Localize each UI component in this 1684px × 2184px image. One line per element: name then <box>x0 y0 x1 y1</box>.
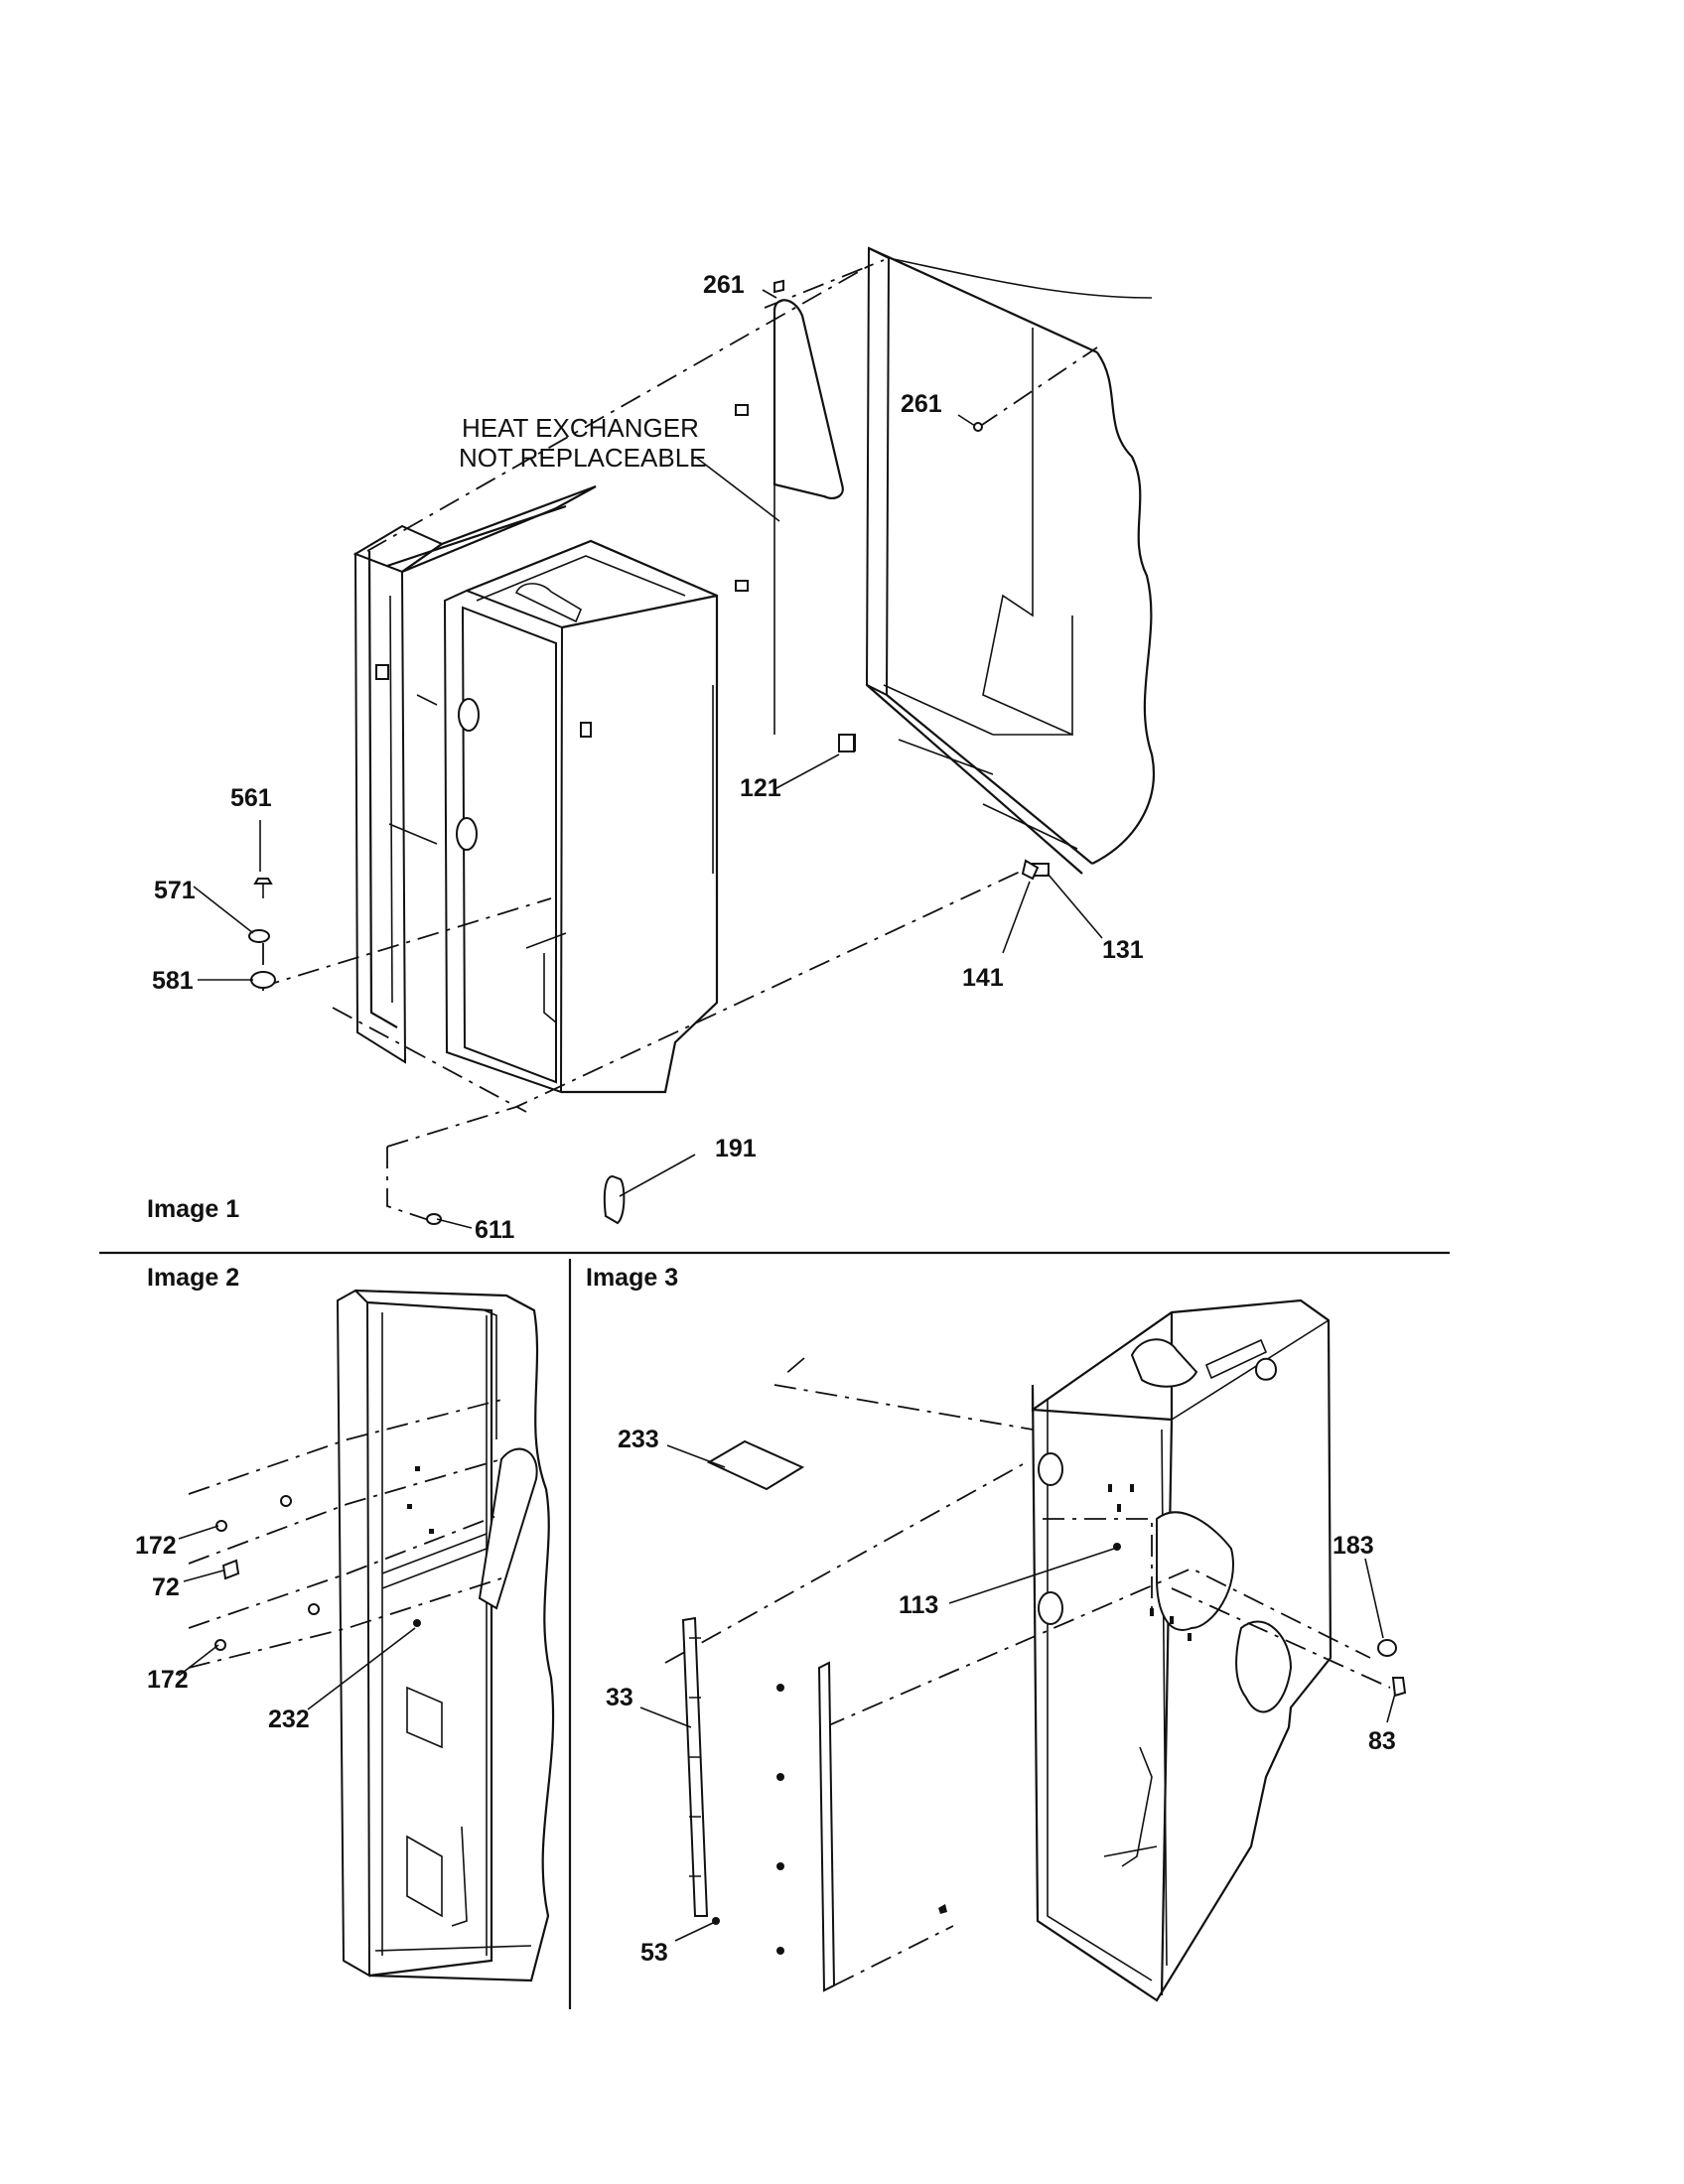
callout-131: 131 <box>1102 936 1144 964</box>
callout-72: 72 <box>152 1573 180 1601</box>
fresh-food-liner <box>336 1289 555 1982</box>
panel-title-image-3: Image 3 <box>586 1264 678 1292</box>
callout-191: 191 <box>715 1135 757 1162</box>
assembly-lines-1 <box>257 259 1098 1222</box>
leader-lines-2 <box>178 1525 416 1710</box>
callout-113: 113 <box>899 1591 938 1619</box>
callout-121: 121 <box>740 774 781 802</box>
callout-172-top: 172 <box>135 1532 177 1560</box>
small-parts-2 <box>214 1466 434 1651</box>
leader-lines-3 <box>639 1444 1396 1942</box>
callout-233: 233 <box>618 1426 659 1453</box>
callout-53: 53 <box>640 1939 668 1967</box>
leader-lines-1 <box>193 289 1103 1229</box>
callout-561: 561 <box>230 784 272 812</box>
callout-571: 571 <box>154 877 196 904</box>
callout-141: 141 <box>962 964 1004 992</box>
callout-581: 581 <box>152 967 194 995</box>
callout-261-right: 261 <box>901 390 942 418</box>
heat-exchanger <box>735 299 844 735</box>
callout-172-bottom: 172 <box>147 1666 189 1694</box>
small-parts-3 <box>681 1439 1407 1992</box>
callout-183: 183 <box>1333 1532 1374 1560</box>
panel-title-image-1: Image 1 <box>147 1195 239 1223</box>
assembly-lines-2 <box>188 1399 502 1669</box>
note-line-2: NOT REPLACEABLE <box>459 443 707 473</box>
note-line-1: HEAT EXCHANGER <box>462 413 699 443</box>
callout-232: 232 <box>268 1706 310 1733</box>
callout-611: 611 <box>475 1216 514 1244</box>
cabinet-back-liner <box>838 246 1155 877</box>
callout-33: 33 <box>606 1684 633 1711</box>
callout-83: 83 <box>1368 1727 1396 1755</box>
panel-title-image-2: Image 2 <box>147 1264 239 1292</box>
freezer-liner-assembly <box>1031 1298 1333 2002</box>
callout-261-top: 261 <box>703 271 745 299</box>
small-parts-1 <box>248 279 1040 1225</box>
cabinet-shell <box>352 484 597 1064</box>
freezer-liner <box>443 539 719 1094</box>
assembly-lines-3 <box>664 1357 1391 1986</box>
